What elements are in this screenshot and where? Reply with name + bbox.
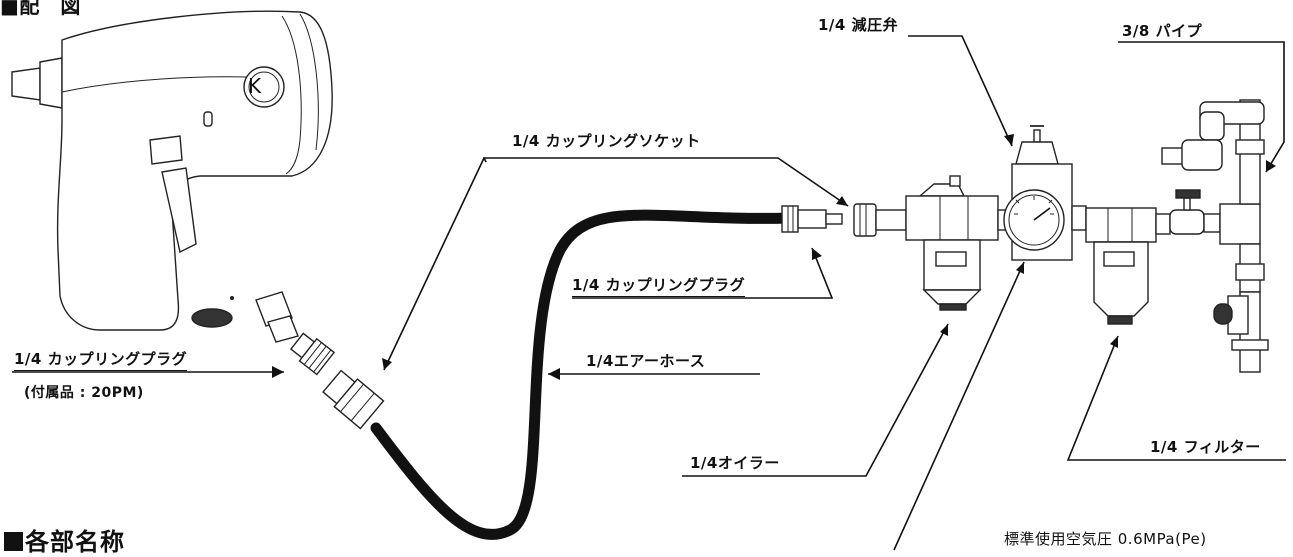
pipe-3-8 <box>1161 99 1269 373</box>
section-heading: 各部名称 <box>4 522 125 557</box>
label-coupling-socket: 1/4 カップリングソケット <box>512 132 701 150</box>
label-reducing-valve: 1/4 減圧弁 <box>818 16 899 34</box>
top-heading-fragment: ■配 図 <box>0 0 81 18</box>
label-air-hose: 1/4エアーホース <box>586 352 706 370</box>
oiler-unit <box>905 175 1011 311</box>
logo-badge <box>243 66 285 108</box>
leader-lines <box>12 35 1286 551</box>
coupling-plug-left <box>289 332 336 376</box>
label-coupling-plug-left: 1/4 カップリングプラグ <box>14 348 188 371</box>
label-oiler: 1/4オイラー <box>690 454 780 472</box>
air-hose <box>370 209 796 540</box>
ball-valve <box>1169 189 1221 235</box>
label-filter: 1/4 フィルター <box>1150 438 1261 456</box>
section-heading-text: 各部名称 <box>25 528 125 556</box>
pressure-note: 標準使用空気圧 0.6MPa(Pe) <box>1004 530 1207 548</box>
filter-unit <box>1085 207 1171 325</box>
logo-letter: K <box>248 74 262 98</box>
coupling-socket-left <box>322 369 385 430</box>
label-pipe: 3/8 パイプ <box>1122 22 1203 40</box>
regulator-unit <box>1003 125 1087 261</box>
label-accessory-note: (付属品 : 20PM) <box>24 385 144 401</box>
coupling-plug-middle <box>781 205 843 233</box>
coupling-socket-right <box>853 203 907 237</box>
label-coupling-plug-middle: 1/4 カップリングプラグ <box>572 274 746 297</box>
square-bullet-icon <box>4 532 23 551</box>
impact-wrench <box>11 10 333 343</box>
